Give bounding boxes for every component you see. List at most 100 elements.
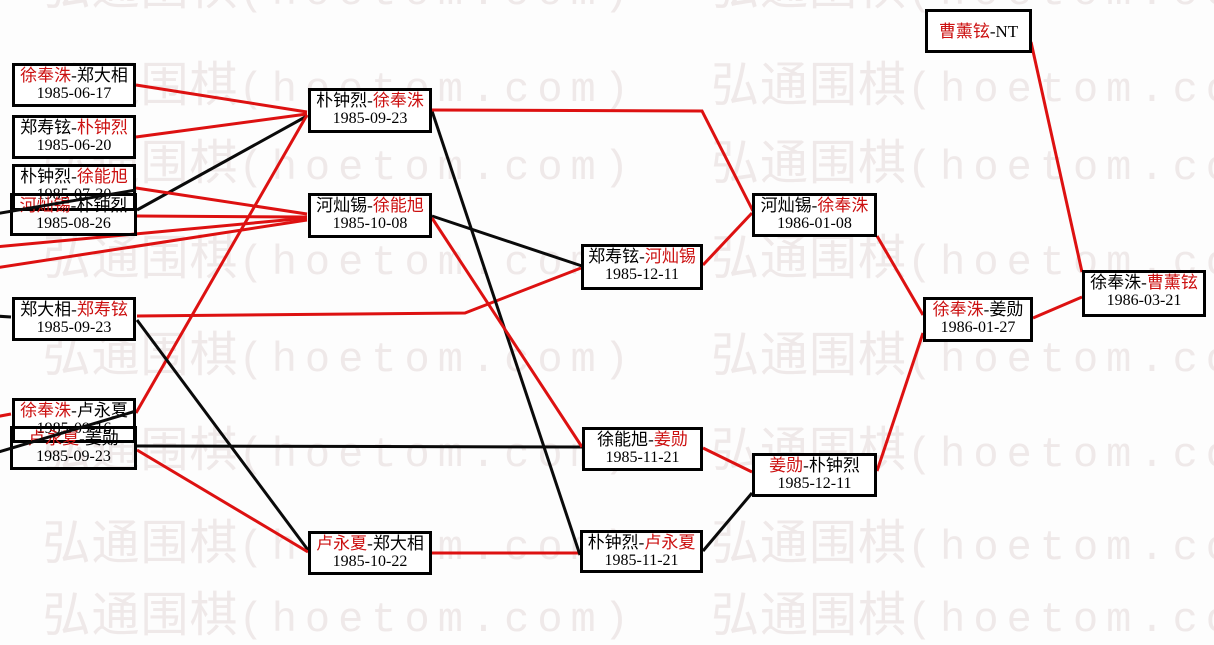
match-players: 郑寿铉-朴钟烈 [15,118,133,137]
separator: - [983,300,990,319]
watermark-latin: (hoetom.com) [906,144,1214,192]
match-players: 朴钟烈-卢永夏 [583,533,700,552]
match-date: 1985-11-21 [604,552,679,569]
watermark-cjk: 弘通围棋 [42,0,238,15]
match-players: 河灿锡-朴钟烈 [13,196,134,215]
separator: - [648,430,654,449]
match-date: 1985-09-23 [36,448,111,465]
separator: - [367,196,373,215]
separator: - [989,21,996,41]
match-date: 1985-09-23 [36,319,112,336]
player2: 徐能旭 [76,167,128,186]
watermark-text: 弘通围棋(hoetom.com) [42,45,636,115]
separator: - [79,429,85,448]
match-date: 1985-10-08 [332,215,408,232]
watermark-cjk: 弘通围棋 [711,0,907,15]
player1: 郑寿铉 [20,118,72,137]
match-players: 徐能旭-姜勋 [585,430,700,449]
player2: 郑寿铉 [76,300,128,319]
player1: 卢永夏 [28,429,80,448]
separator: - [639,247,645,266]
watermark-cjk: 弘通围棋 [710,232,907,285]
watermark-cjk: 弘通围棋 [42,589,239,642]
player1: 卢永夏 [316,534,368,553]
separator: - [71,167,77,186]
separator: - [367,534,373,553]
watermark-latin: (hoetom.com) [906,336,1214,384]
bracket-line-red [430,217,584,448]
match-date: 1985-12-11 [777,475,852,492]
player2: 曹薰铉 [1146,273,1198,292]
match-date: 1986-03-21 [1106,292,1182,309]
bracket-line-black [136,444,583,449]
watermark-latin: (hoetom.com) [238,0,636,17]
player1: 姜勋 [769,456,804,475]
match-players: 徐奉洙-姜勋 [926,300,1030,319]
watermark-row: 弘通围棋(hoetom.com)弘通围棋(hoetom.com)弘通围棋(hoe… [0,315,1214,385]
watermark-cjk: 弘通围棋 [710,137,907,190]
watermark-row: 弘通围棋(hoetom.com)弘通围棋(hoetom.com)弘通围棋(hoe… [0,123,1214,193]
bracket-line-black [135,319,310,551]
separator: - [71,300,77,319]
match-players: 郑寿铉-河灿锡 [584,247,700,266]
watermark-text: 弘通围棋(hoetom.com) [711,218,1214,288]
watermark-latin: (hoetom.com) [238,66,637,114]
separator: - [71,66,77,85]
watermark-text: 弘通围棋(hoetom.com) [711,45,1214,115]
player2: 朴钟烈 [76,118,128,137]
match-players: 朴钟烈-徐能旭 [15,167,133,186]
player1: 徐奉洙 [20,66,72,85]
player1: 徐奉洙 [1090,273,1142,292]
watermark-cjk: 弘通围棋 [710,329,907,382]
match-date: 1985-11-21 [605,449,680,466]
bracket-line-red [136,214,308,219]
match-players: 曹薰铉-NT [939,22,1018,41]
bracket-lines-over [0,188,137,454]
bracket-line-red [1029,41,1084,273]
match-players: 姜勋-朴钟烈 [755,456,874,475]
bracket-line-red [701,211,754,267]
watermark-text: 弘通围棋(hoetom.com) [711,410,1214,480]
watermark-text: 弘通围棋(hoetom.com) [42,0,636,18]
match-date: 1986-01-08 [777,215,852,232]
bracket-line-black [0,314,12,319]
match-players: 郑大相-郑寿铉 [15,300,133,319]
match-date: 1985-06-17 [36,85,112,102]
watermark-latin: (hoetom.com) [906,596,1214,644]
bracket-line-red [0,412,12,418]
player1: 河灿锡 [316,196,368,215]
watermark-text: 弘通围棋(hoetom.com) [42,123,636,193]
player1: 曹薰铉 [938,21,990,41]
player1: 郑大相 [20,300,72,319]
watermark-text: 弘通围棋(hoetom.com) [711,315,1214,385]
bracket-line-red [135,83,308,114]
match-players: 徐奉洙-卢永夏 [15,401,133,420]
player2: NT [995,21,1019,41]
match-players: 河灿锡-徐能旭 [311,196,429,215]
watermark-cjk: 弘通围棋 [710,589,907,642]
match-date: 1985-10-22 [332,553,408,570]
separator: - [367,91,373,110]
bracket-line-red [1032,295,1083,320]
player2: 朴钟烈 [808,456,860,475]
match-players: 河灿锡-徐奉洙 [755,196,874,215]
watermark-latin: (hoetom.com) [238,336,637,384]
player2: 姜勋 [989,300,1024,319]
match-date: 1985-06-20 [36,137,112,154]
bracket-line-black [0,409,137,454]
watermark-latin: (hoetom.com) [238,144,637,192]
bracket-line-red [702,446,753,474]
separator: - [71,401,77,420]
separator: - [638,533,645,552]
player1: 河灿锡 [760,196,812,215]
